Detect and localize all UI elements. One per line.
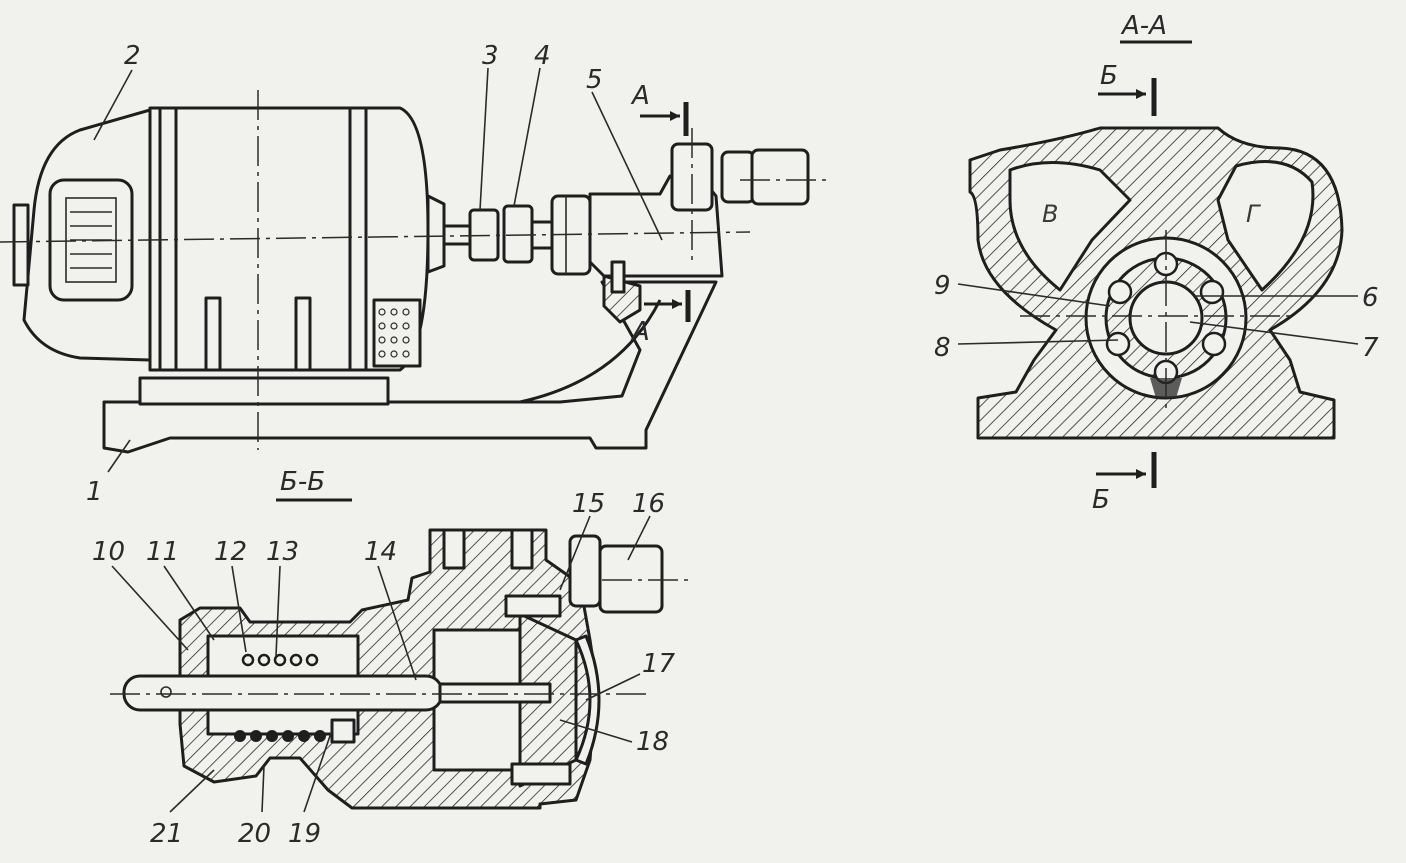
section-aa-view <box>968 126 1344 440</box>
callout-8: 8 <box>934 333 951 363</box>
motor-foot <box>138 376 390 406</box>
plug-screw-left <box>442 528 466 570</box>
pump-assembly-view <box>12 106 810 454</box>
section-bb-title: Б-Б <box>280 467 325 497</box>
bb-leaders <box>111 515 651 813</box>
chamber-v-label: В <box>1042 200 1058 228</box>
cut-a-bottom-label: А <box>630 317 650 347</box>
callout-20: 20 <box>238 819 271 849</box>
chamber-v <box>1008 161 1132 292</box>
section-bb-view <box>110 528 688 810</box>
base-bracket <box>102 280 718 454</box>
fitting-16 <box>598 544 664 614</box>
stem-extension <box>438 682 552 704</box>
motor-shaft-boss <box>426 194 446 274</box>
cut-b-bottom-label: Б <box>1092 485 1110 515</box>
spring-upper-coils <box>241 653 319 667</box>
bolt-upper <box>504 594 562 618</box>
callout-17: 17 <box>642 649 676 679</box>
callout-4: 4 <box>534 41 551 71</box>
pump-stud <box>610 260 626 294</box>
callout-11: 11 <box>146 537 179 567</box>
cover-17 <box>574 634 601 766</box>
motor-fin-2 <box>294 296 312 372</box>
callout-6: 6 <box>1362 283 1379 313</box>
callout-5: 5 <box>586 65 603 95</box>
callout-19: 19 <box>288 819 321 849</box>
bolt-lower <box>510 762 572 786</box>
chamber-g <box>1216 160 1315 292</box>
callout-12: 12 <box>214 537 247 567</box>
chamber-g-label: Г <box>1246 200 1261 228</box>
gear-teeth <box>1105 251 1227 385</box>
coupling-half-4 <box>502 204 534 264</box>
callout-3: 3 <box>482 41 499 71</box>
motor-vent-dots <box>378 308 410 358</box>
section-aa-title: А-А <box>1120 11 1167 41</box>
section-cut-bb-marks <box>1096 78 1157 488</box>
main-leaders <box>93 67 663 473</box>
cut-a-top-label: А <box>630 81 650 111</box>
bracket-web <box>150 299 662 404</box>
callout-14: 14 <box>364 537 397 567</box>
stem-pin <box>160 686 172 698</box>
motor-fin-1 <box>204 296 222 372</box>
callout-1: 1 <box>86 477 103 507</box>
callout-16: 16 <box>632 489 665 519</box>
section-cut-aa <box>640 102 691 322</box>
main-centre-line <box>0 231 751 243</box>
callout-10: 10 <box>92 537 125 567</box>
callout-13: 13 <box>266 537 299 567</box>
callout-7: 7 <box>1362 333 1379 363</box>
cut-b-top-label: Б <box>1100 61 1118 91</box>
spring-seat-19 <box>330 718 356 744</box>
callout-9: 9 <box>934 271 951 301</box>
callout-21: 21 <box>150 819 183 849</box>
aa-leaders <box>957 283 1359 345</box>
motor-vent <box>372 298 422 368</box>
end-cover-nose <box>12 203 30 287</box>
callout-2: 2 <box>124 41 141 71</box>
spring-lower-coils <box>234 730 326 742</box>
callout-15: 15 <box>572 489 605 519</box>
outlet-nut <box>720 150 756 204</box>
plug-screw-right <box>510 528 534 570</box>
callout-18: 18 <box>636 727 669 757</box>
outlet-fitting <box>750 148 810 206</box>
fitting-nut-15 <box>568 534 602 608</box>
